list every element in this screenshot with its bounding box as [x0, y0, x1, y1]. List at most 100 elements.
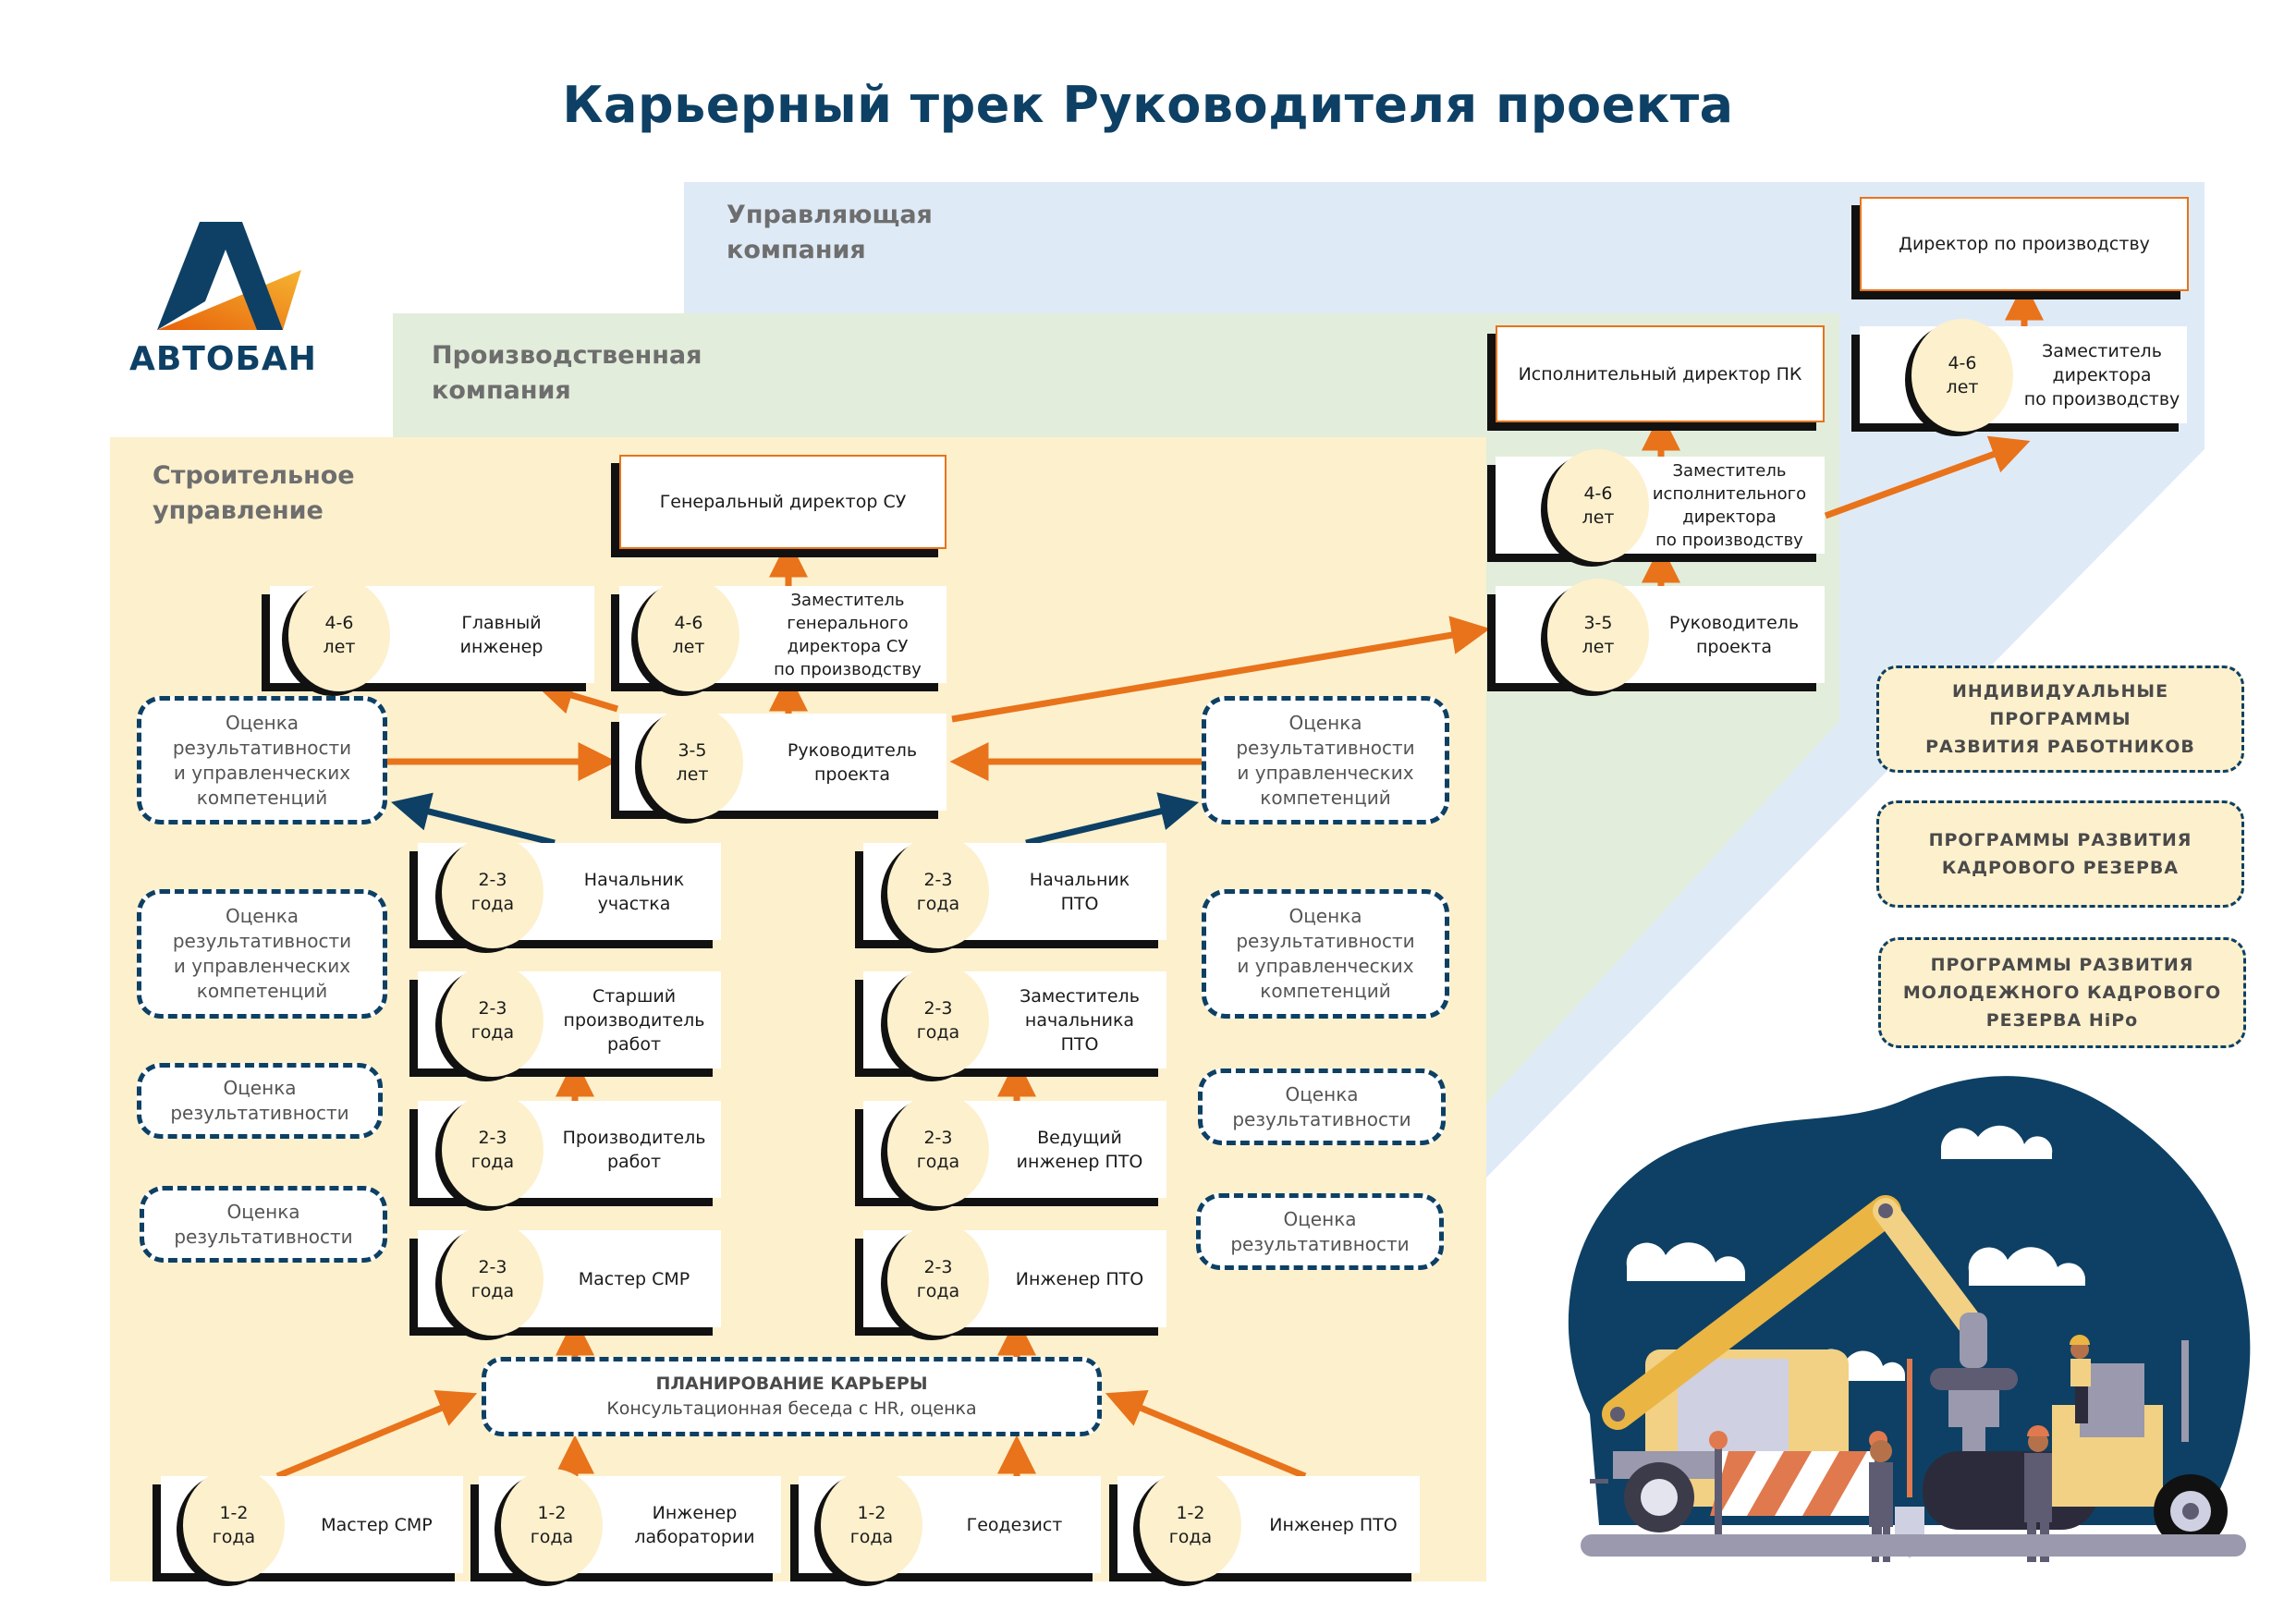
years-unit: года: [470, 894, 515, 914]
career-planning-box: ПЛАНИРОВАНИЕ КАРЬЕРЫ Консультационная бе…: [482, 1357, 1102, 1436]
years-range: 2-3: [478, 870, 507, 890]
years-range: 1-2: [1176, 1503, 1205, 1523]
card-label: Заместитель исполнительного директора по…: [1652, 460, 1807, 550]
card-label: Начальник ПТО: [1029, 869, 1130, 914]
card-gen-director-su: Генеральный директор СУ: [619, 455, 946, 549]
ground: [1581, 1534, 2246, 1557]
years-badge: 4-6 лет: [1547, 449, 1649, 562]
card-label: Мастер СМР: [578, 1268, 690, 1289]
years-range: 1-2: [537, 1503, 567, 1523]
years-unit: года: [1168, 1527, 1213, 1547]
years-badge: 2-3 года: [442, 836, 543, 948]
career-planning-title: ПЛАНИРОВАНИЕ КАРЬЕРЫ: [655, 1374, 928, 1394]
years-unit: года: [916, 1152, 960, 1172]
card-label: Инженер лаборатории: [634, 1502, 755, 1547]
card-site-chief: 2-3 года Начальник участка: [418, 836, 721, 948]
years-range: 4-6: [324, 613, 354, 633]
years-range: 2-3: [478, 1257, 507, 1277]
assessment-box-full: Оценка результативности и управленческих…: [137, 889, 387, 1019]
card-entry-pto-engineer: 1-2 года Инженер ПТО: [1117, 1469, 1420, 1581]
years-range: 4-6: [1948, 353, 1977, 373]
program-individual: ИНДИВИДУАЛЬНЫЕ ПРОГРАММЫ РАЗВИТИЯ РАБОТН…: [1876, 665, 2244, 773]
card-deputy-director-production: 4-6 лет Заместитель директора по производ…: [1860, 319, 2187, 432]
avtoban-logo-icon: [157, 222, 301, 330]
years-unit: лет: [1946, 377, 1979, 397]
years-unit: лет: [1582, 637, 1615, 657]
card-label: Заместитель начальника ПТО: [1020, 985, 1140, 1055]
assessment-box-full: Оценка результативности и управленческих…: [1202, 889, 1449, 1019]
card-label: Мастер СМР: [321, 1514, 433, 1535]
construction-illustration: [1568, 1076, 2251, 1562]
years-unit: года: [470, 1281, 515, 1301]
logo-text: АВТОБАН: [129, 340, 317, 378]
career-planning-subtitle: Консультационная беседа с HR, оценка: [606, 1398, 977, 1419]
card-chief-engineer: 4-6 лет Главный инженер: [270, 579, 594, 691]
assessment-box-short: Оценка результативности: [137, 1063, 383, 1139]
assessment-box-full: Оценка результативности и управленческих…: [137, 696, 387, 824]
assessment-box-short: Оценка результативности: [1198, 1068, 1446, 1145]
years-unit: года: [916, 1022, 960, 1043]
assessment-box-short: Оценка результативности: [140, 1186, 387, 1263]
card-label: Заместитель директора по производству: [2023, 340, 2180, 409]
years-badge: 4-6 лет: [288, 579, 390, 691]
years-badge: 1-2 года: [501, 1469, 603, 1581]
years-range: 1-2: [219, 1503, 249, 1523]
years-range: 2-3: [923, 1257, 953, 1277]
program-talent-pool: ПРОГРАММЫ РАЗВИТИЯ КАДРОВОГО РЕЗЕРВА: [1876, 800, 2244, 908]
years-unit: года: [530, 1527, 574, 1547]
years-unit: года: [849, 1527, 894, 1547]
card-pto-engineer: 2-3 года Инженер ПТО: [863, 1223, 1166, 1336]
card-director-production: Директор по производству: [1860, 197, 2189, 291]
card-exec-director-pk: Исполнительный директор ПК: [1496, 325, 1825, 422]
zone-label-production: Производственная компания: [432, 341, 702, 405]
card-label: Инженер ПТО: [1015, 1268, 1144, 1289]
card-label: Главный инженер: [459, 612, 543, 657]
card-label: Руководитель проекта: [1668, 612, 1800, 657]
zone-label-construction: Строительное управление: [153, 461, 355, 525]
years-range: 2-3: [923, 1128, 953, 1148]
years-badge: 2-3 года: [887, 1223, 989, 1336]
card-label: Геодезист: [966, 1514, 1063, 1535]
years-range: 1-2: [857, 1503, 886, 1523]
years-unit: лет: [1582, 507, 1615, 528]
years-range: 2-3: [923, 870, 953, 890]
years-badge: 4-6 лет: [638, 579, 739, 691]
years-unit: года: [470, 1022, 515, 1043]
assessment-box-short: Оценка результативности: [1196, 1193, 1444, 1270]
drill-icon: [1930, 1313, 2018, 1510]
years-unit: года: [916, 894, 960, 914]
years-unit: лет: [672, 637, 705, 657]
years-unit: лет: [676, 764, 709, 785]
years-badge: 2-3 года: [442, 1223, 543, 1336]
years-badge: 1-2 года: [821, 1469, 922, 1581]
barrier-icon: [1709, 1431, 1887, 1544]
assessment-box-full: Оценка результативности и управленческих…: [1202, 696, 1449, 824]
card-label: Производитель работ: [562, 1127, 706, 1172]
card-entry-lab-engineer: 1-2 года Инженер лаборатории: [479, 1469, 781, 1581]
years-unit: лет: [323, 637, 356, 657]
years-badge: 1-2 года: [1140, 1469, 1241, 1581]
years-badge: 2-3 года: [887, 1093, 989, 1206]
card-label: Начальник участка: [583, 869, 685, 914]
card-label: Старший производитель работ: [563, 985, 705, 1055]
years-range: 2-3: [478, 1128, 507, 1148]
card-label: Генеральный директор СУ: [659, 492, 907, 512]
years-badge: 2-3 года: [887, 836, 989, 948]
years-range: 4-6: [674, 613, 703, 633]
zone-label-management: Управляющая компания: [727, 201, 933, 264]
years-range: 4-6: [1583, 483, 1613, 504]
years-unit: года: [470, 1152, 515, 1172]
road-roller-icon: [1923, 1340, 2228, 1548]
card-label: Инженер ПТО: [1269, 1514, 1398, 1535]
years-unit: года: [916, 1281, 960, 1301]
card-pto-chief: 2-3 года Начальник ПТО: [863, 836, 1166, 948]
